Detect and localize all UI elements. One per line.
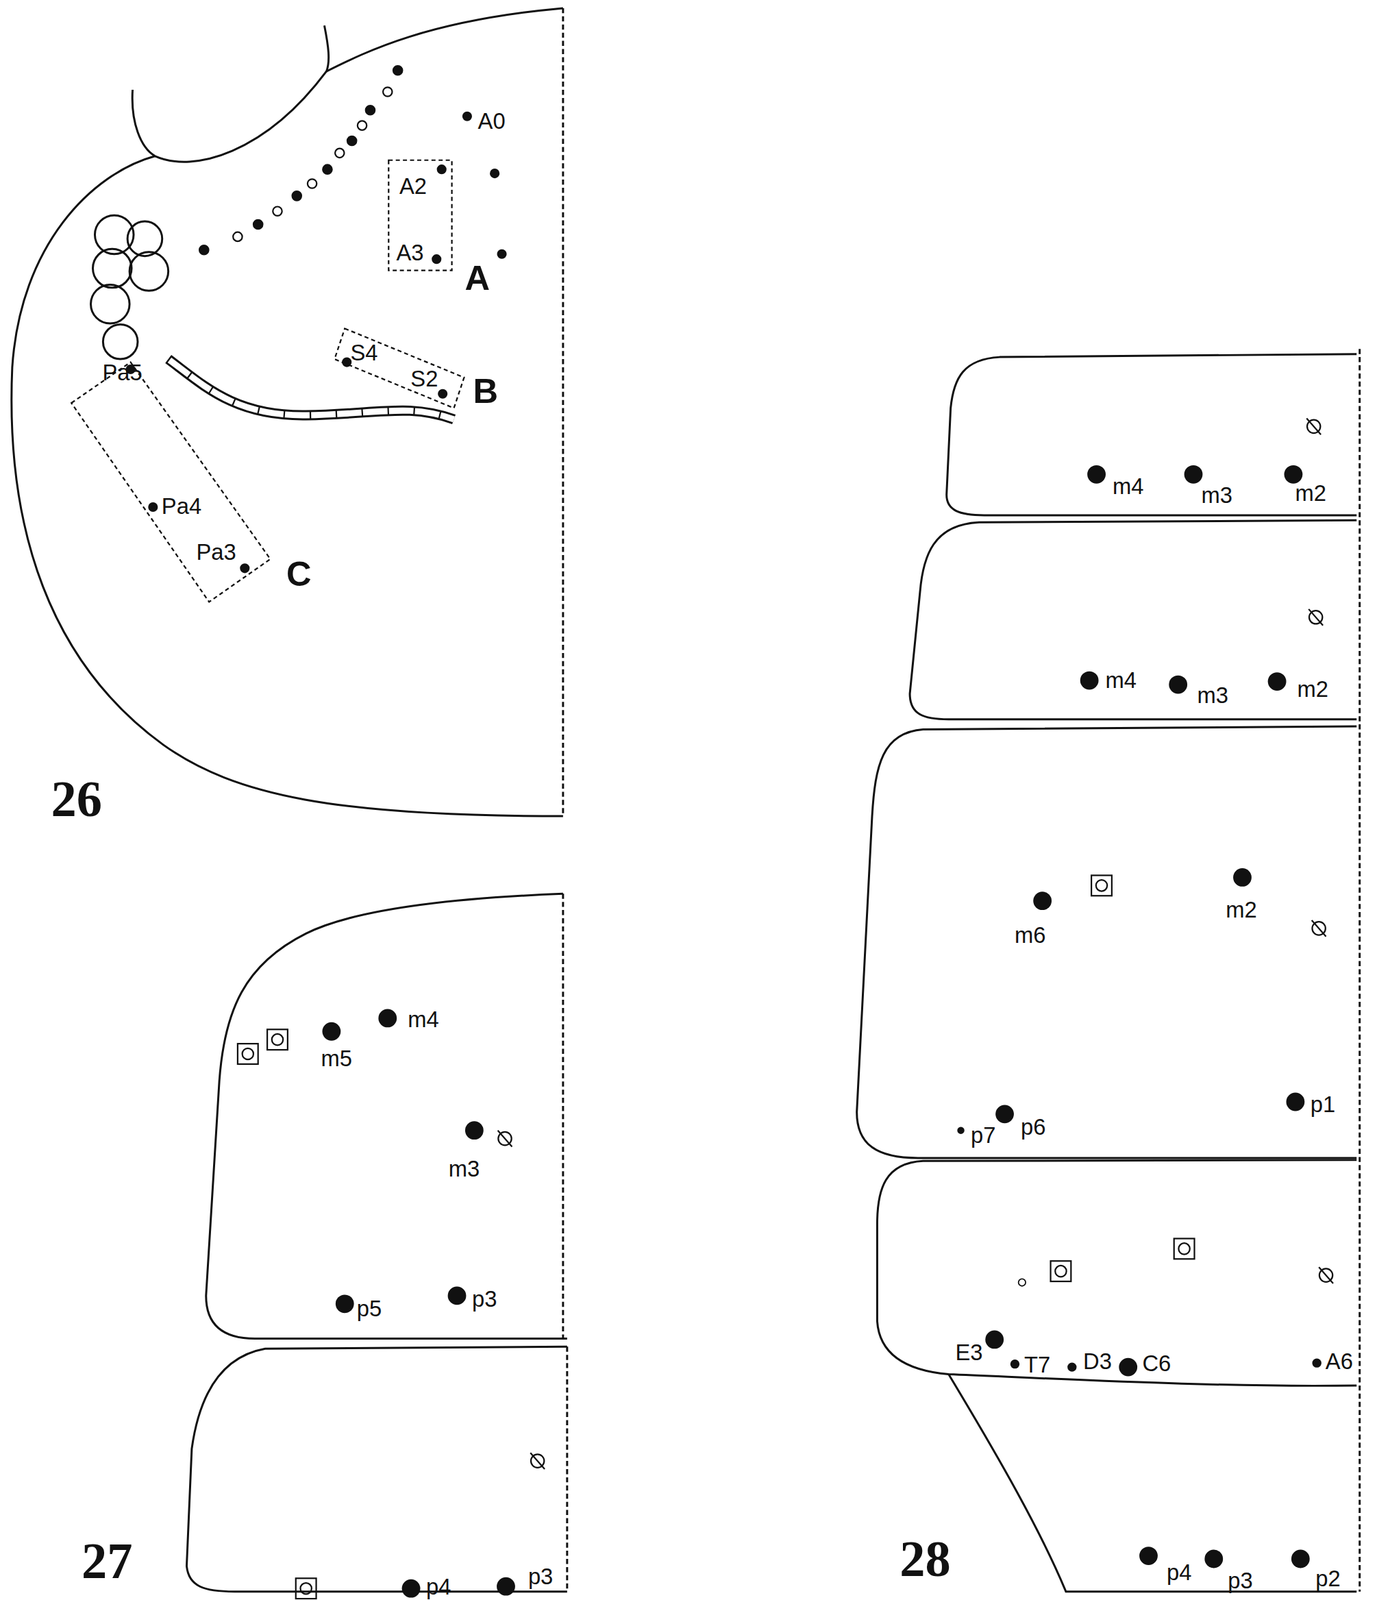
- seta-label: m4: [407, 1009, 440, 1032]
- seta-label: p7: [970, 1124, 996, 1147]
- seta-label: m3: [1197, 684, 1230, 707]
- seta-label: m5: [321, 1047, 353, 1071]
- seta-label: m6: [1014, 924, 1047, 947]
- group-letter: A: [465, 260, 491, 296]
- seta-label: Pa4: [161, 495, 202, 519]
- seta-label: p3: [472, 1287, 497, 1311]
- dashed-outline: [334, 328, 464, 408]
- seta-label: m2: [1296, 678, 1329, 701]
- figure-number: 26: [50, 773, 102, 825]
- seta-label: p6: [1020, 1115, 1046, 1139]
- figure-number: 28: [899, 1533, 951, 1584]
- seta-label: p5: [356, 1297, 382, 1321]
- seta-label: C6: [1142, 1352, 1171, 1375]
- seta-label: p4: [426, 1575, 451, 1599]
- seta-label: p1: [1310, 1093, 1336, 1116]
- seta-label: A6: [1325, 1350, 1354, 1373]
- seta-label: S4: [350, 341, 378, 365]
- seta-group-box: A2A3A: [388, 160, 452, 271]
- seta-group-box: S4S2B: [334, 328, 464, 408]
- seta-label: E3: [954, 1341, 983, 1364]
- dashed-outline: [71, 362, 270, 603]
- seta-label: m3: [448, 1157, 481, 1181]
- seta-label: p3: [1227, 1569, 1253, 1593]
- seta-label: Pa3: [195, 541, 236, 565]
- seta-label: Pa5: [102, 362, 143, 386]
- seta-label: p4: [1166, 1561, 1192, 1584]
- seta-label: m2: [1225, 898, 1258, 922]
- seta-label: p2: [1315, 1567, 1341, 1591]
- seta-label: p3: [528, 1565, 553, 1589]
- seta-label: A2: [399, 175, 427, 198]
- group-letter: B: [472, 373, 499, 409]
- seta-label: m4: [1105, 669, 1138, 692]
- seta-label: S2: [410, 367, 438, 391]
- seta-label: m4: [1112, 475, 1145, 499]
- seta-label: T7: [1024, 1353, 1051, 1377]
- figure-number: 27: [81, 1535, 133, 1586]
- seta-label: m2: [1294, 482, 1327, 505]
- seta-label: A3: [395, 241, 424, 265]
- seta-label: A0: [478, 110, 506, 133]
- seta-group-box: Pa5Pa4Pa3C: [71, 362, 270, 603]
- seta-label: m3: [1200, 484, 1233, 507]
- seta-label: D3: [1083, 1350, 1112, 1373]
- group-letter: C: [286, 555, 312, 591]
